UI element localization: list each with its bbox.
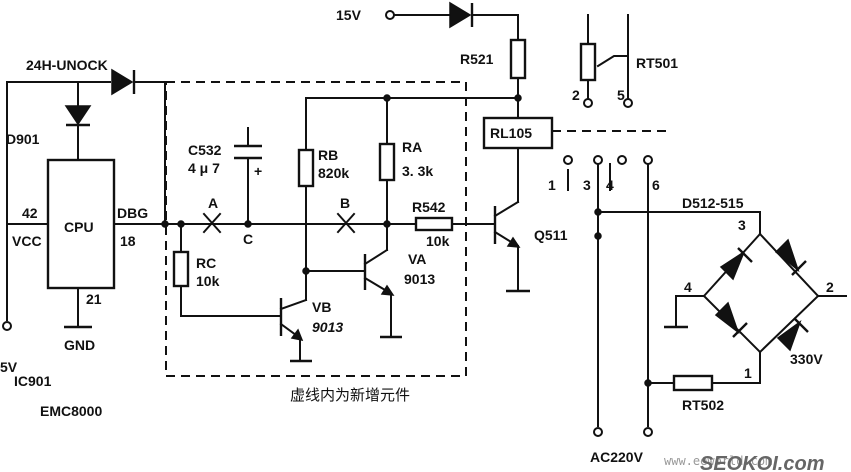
label-rt501: RT501: [636, 55, 678, 71]
label-330v: 330V: [790, 351, 823, 367]
label-rb-value: 820k: [318, 165, 349, 181]
label-rl105: RL105: [490, 125, 532, 141]
label-c532: C532: [188, 142, 222, 158]
label-ra-value: 3. 3k: [402, 163, 433, 179]
label-plus: +: [254, 163, 262, 179]
label-contact-6: 6: [652, 177, 660, 193]
label-emc8000: EMC8000: [40, 403, 102, 419]
r542-resistor: [414, 216, 454, 232]
label-pin42: 42: [22, 205, 38, 221]
label-vcc: VCC: [12, 233, 42, 249]
label-point-c: C: [243, 231, 253, 247]
watermark-logo: SEOKOI.com: [700, 453, 824, 472]
label-vb: VB: [312, 299, 331, 315]
relay-section: [385, 1, 670, 293]
cpu-chip: [46, 158, 116, 290]
label-c532-value: 4 μ 7: [188, 160, 220, 176]
label-va: VA: [408, 251, 426, 267]
label-pin21: 21: [86, 291, 102, 307]
label-ac220v: AC220V: [590, 449, 644, 465]
d-15v-diode: [449, 1, 472, 29]
bridge-rectifier: [702, 232, 820, 354]
label-rb: RB: [318, 147, 338, 163]
label-bridge-2: 2: [826, 279, 834, 295]
label-dbg: DBG: [117, 205, 148, 221]
label-rt502: RT502: [682, 397, 724, 413]
label-gnd: GND: [64, 337, 95, 353]
ra-resistor: [378, 142, 396, 182]
ac-terminal-right: [643, 427, 653, 437]
note-new-components: 虚线内为新增元件: [290, 386, 410, 404]
mid-net: [161, 94, 522, 363]
label-ic901: IC901: [14, 373, 52, 389]
rt501-thermistor: [579, 42, 597, 82]
label-contact-2: 2: [572, 87, 580, 103]
label-bridge-1: 1: [744, 365, 752, 381]
label-contact-3: 3: [583, 177, 591, 193]
label-point-a: A: [208, 195, 218, 211]
label-contact-5: 5: [617, 87, 625, 103]
label-5v: 5V: [0, 359, 18, 375]
unlock-diode: [111, 68, 134, 96]
label-cpu: CPU: [64, 219, 94, 235]
label-va-value: 9013: [404, 271, 435, 287]
label-r542: R542: [412, 199, 446, 215]
label-d901: D901: [6, 131, 40, 147]
label-r542-value: 10k: [426, 233, 450, 249]
label-15v: 15V: [336, 7, 362, 23]
label-point-b: B: [340, 195, 350, 211]
ac-terminal-left: [593, 427, 603, 437]
label-rc-value: 10k: [196, 273, 220, 289]
d901-diode: [64, 105, 92, 126]
label-contact-4: 4: [606, 177, 614, 193]
rc-resistor: [172, 250, 190, 288]
label-ra: RA: [402, 139, 422, 155]
label-d512-515: D512-515: [682, 195, 744, 211]
label-bridge-4: 4: [684, 279, 692, 295]
rt502-thermistor: [672, 374, 714, 392]
label-q511: Q511: [534, 227, 568, 243]
label-r521: R521: [460, 51, 494, 67]
vcc-terminal: [2, 321, 12, 331]
v15-terminal: [385, 10, 395, 20]
label-pin18: 18: [120, 233, 136, 249]
power-section: [563, 14, 847, 437]
label-vb-value: 9013: [312, 319, 343, 335]
watermark-url: www.eeworld.com: [664, 454, 772, 468]
label-bridge-3: 3: [738, 217, 746, 233]
cpu-section: [2, 68, 166, 331]
label-24h-unock: 24H-UNOCK: [26, 57, 108, 73]
new-components-boundary: [165, 81, 467, 377]
rb-resistor: [297, 148, 315, 188]
r521-resistor: [509, 38, 527, 80]
label-rc: RC: [196, 255, 216, 271]
label-contact-1: 1: [548, 177, 556, 193]
